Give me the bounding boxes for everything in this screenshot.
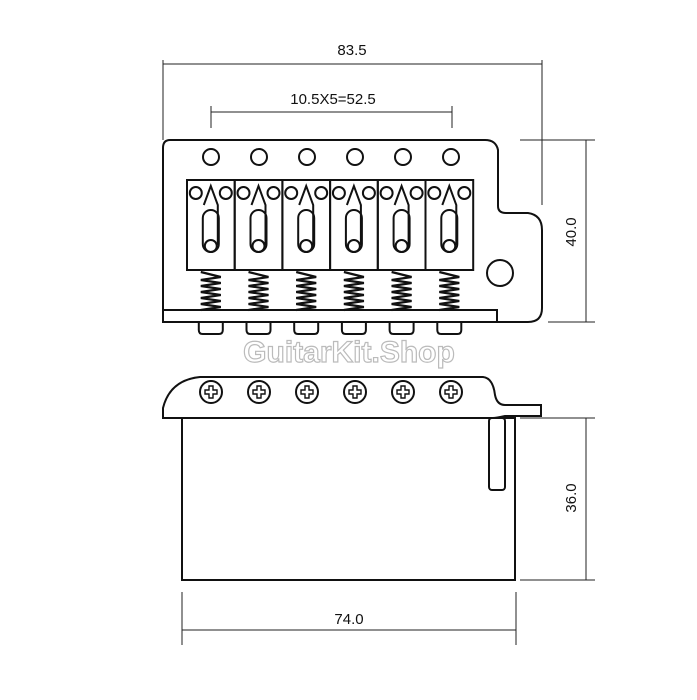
string-hole [394, 148, 412, 166]
saddle-slot-end [442, 239, 457, 253]
side-plate-outline [162, 376, 542, 419]
saddle-slot-end [251, 239, 266, 253]
phillips-cross-icon [444, 385, 458, 399]
saddle-body [281, 179, 332, 271]
mounting-hole [486, 259, 514, 287]
saddle-groove [441, 183, 458, 245]
watermark: GuitarKit.Shop [243, 336, 455, 369]
saddle [424, 179, 475, 335]
saddle-screw-hole [266, 186, 281, 200]
screw-head [295, 380, 319, 404]
intonation-screw-tab [436, 322, 463, 335]
phillips-cross-icon [252, 385, 266, 399]
saddle-slot-end [299, 239, 314, 253]
saddle-groove [202, 183, 219, 245]
saddle-screw-hole [379, 186, 394, 200]
overall-width-label: 83.5 [337, 42, 366, 59]
string-hole [442, 148, 460, 166]
saddle-body [329, 179, 379, 271]
bridge-side-view [162, 376, 542, 581]
dimension-block-width: 74.0 [181, 592, 517, 645]
saddle-screw-hole [284, 186, 299, 200]
saddle-slot-end [203, 239, 218, 253]
screw-head [199, 380, 223, 404]
string-spacing-label: 10.5X5=52.5 [290, 91, 376, 108]
saddle-groove [345, 183, 362, 245]
intonation-spring [200, 270, 222, 312]
saddle-groove [250, 183, 267, 245]
intonation-screw-tab [340, 322, 367, 335]
saddle-screw-hole [314, 186, 329, 200]
dimension-block-height: 36.0 [520, 417, 595, 581]
saddle-screw-hole [218, 186, 233, 200]
screw-head [439, 380, 463, 404]
saddle-body [424, 179, 475, 271]
saddle-screw-hole [361, 186, 376, 200]
phillips-cross-icon [204, 385, 218, 399]
saddle-screw-hole [427, 186, 442, 200]
sustain-block [181, 417, 516, 581]
screw-head [247, 380, 271, 404]
string-hole [202, 148, 220, 166]
saddle-screw-hole [331, 186, 346, 200]
saddle [329, 179, 379, 335]
intonation-spring [295, 270, 317, 312]
string-hole [250, 148, 268, 166]
block-width-label: 74.0 [334, 611, 363, 628]
intonation-spring [248, 270, 269, 312]
phillips-cross-icon [396, 385, 410, 399]
saddle [233, 179, 284, 335]
trem-arm-post [488, 417, 506, 491]
dimension-plate-depth: 40.0 [520, 139, 595, 323]
saddle-screw-hole [409, 186, 424, 200]
saddle-screw-hole [188, 186, 203, 200]
intonation-spring [439, 270, 460, 312]
string-hole [298, 148, 316, 166]
screw-head [391, 380, 415, 404]
intonation-screw-tab [388, 322, 415, 335]
intonation-screw-tab [197, 322, 224, 335]
base-plate-outline [162, 139, 543, 323]
saddle-screw-hole [457, 186, 472, 200]
phillips-cross-icon [348, 385, 362, 399]
saddle-body [376, 179, 427, 271]
screw-head [343, 380, 367, 404]
saddle-groove [298, 183, 315, 245]
saddle-slot-end [394, 239, 409, 253]
intonation-spring [343, 270, 365, 312]
saddle-body [233, 179, 284, 271]
intonation-screw-tab [293, 322, 320, 335]
bridge-top-view [162, 139, 543, 335]
saddle-body [186, 179, 236, 271]
block-height-label: 36.0 [563, 483, 580, 512]
saddle-screw-hole [236, 186, 251, 200]
intonation-spring [391, 270, 412, 312]
intonation-screw-tab [245, 322, 272, 335]
plate-rear-edge [163, 309, 498, 322]
saddle-groove [393, 183, 410, 245]
phillips-cross-icon [300, 385, 314, 399]
plate-depth-label: 40.0 [563, 217, 580, 246]
string-hole [346, 148, 364, 166]
dimension-string-spacing: 10.5X5=52.5 [210, 91, 453, 128]
saddle-slot-end [346, 239, 361, 253]
dimension-overall-width: 83.5 [162, 42, 543, 205]
